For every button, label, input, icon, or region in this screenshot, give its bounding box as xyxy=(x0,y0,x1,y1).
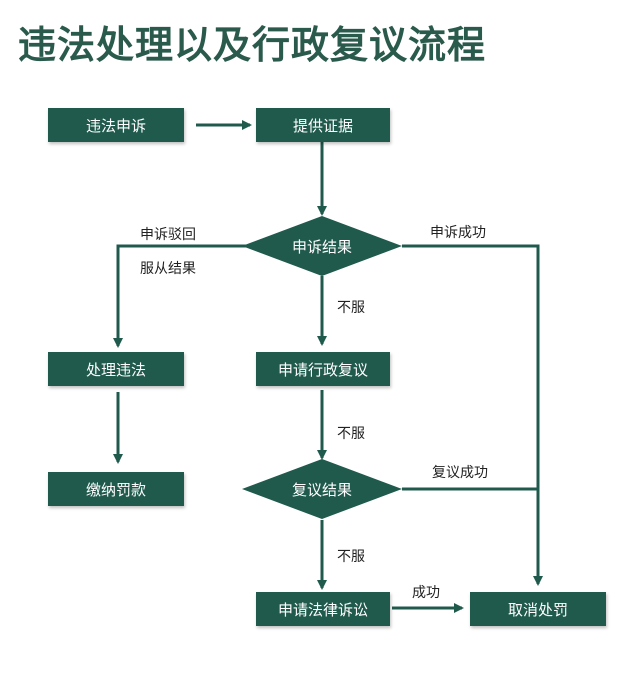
node-cancel-penalty: 取消处罚 xyxy=(470,592,606,626)
diamond-appeal-result xyxy=(242,216,402,276)
node-review-result: 复议结果 xyxy=(291,480,352,499)
label-disagree-1: 不服 xyxy=(337,300,365,316)
label-review-success: 复议成功 xyxy=(432,465,488,481)
diamond-review-result xyxy=(242,459,402,519)
node-handle-violation: 处理违法 xyxy=(48,352,184,386)
label-disagree-3: 不服 xyxy=(337,549,365,565)
node-appeal: 违法申诉 xyxy=(48,108,184,142)
label-appeal-success: 申诉成功 xyxy=(430,225,486,241)
node-pay-fine: 缴纳罚款 xyxy=(48,472,184,506)
node-lawsuit: 申请法律诉讼 xyxy=(256,592,390,626)
label-accept-result: 服从结果 xyxy=(140,261,196,277)
node-appeal-result: 申诉结果 xyxy=(291,237,352,256)
node-admin-review: 申请行政复议 xyxy=(256,352,390,386)
label-disagree-2: 不服 xyxy=(337,426,365,442)
edge-result-rejected xyxy=(113,244,246,348)
node-evidence: 提供证据 xyxy=(256,108,390,142)
page-title: 违法处理以及行政复议流程 xyxy=(18,23,487,67)
edge-result-success xyxy=(402,244,543,586)
label-success: 成功 xyxy=(412,585,440,601)
label-appeal-rejected: 申诉驳回 xyxy=(140,227,196,243)
